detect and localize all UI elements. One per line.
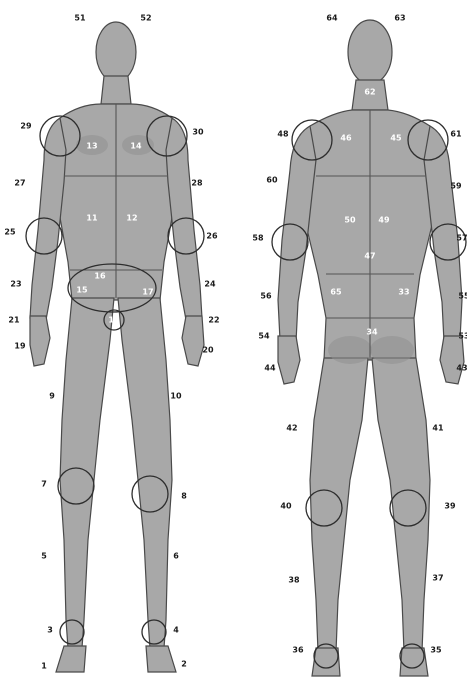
back-region-label: 61 <box>450 130 462 139</box>
front-region-label: 29 <box>20 122 32 131</box>
front-region-marker: 13 <box>86 142 97 151</box>
back-region-label: 64 <box>326 14 338 23</box>
front-region-label: 1 <box>41 662 47 671</box>
back-region-label: 40 <box>280 502 292 511</box>
back-region-label: 35 <box>430 646 442 655</box>
back-region-label: 57 <box>456 234 467 243</box>
back-region-label: 60 <box>266 176 278 185</box>
front-region-label: 51 <box>74 14 86 23</box>
front-region-label: 27 <box>14 179 25 188</box>
front-region-label: 4 <box>173 626 179 635</box>
back-region-label: 63 <box>394 14 405 23</box>
back-region-label: 41 <box>432 424 444 433</box>
back-region-label: 59 <box>450 182 462 191</box>
front-region-label: 23 <box>10 280 21 289</box>
front-region-label: 3 <box>47 626 53 635</box>
back-region-label: 39 <box>444 502 456 511</box>
front-region-label: 26 <box>206 232 218 241</box>
front-region-label: 10 <box>170 392 182 401</box>
back-region-label: 55 <box>458 292 467 301</box>
back-region-marker: 62 <box>364 88 375 97</box>
back-region-label: 44 <box>264 364 276 373</box>
back-region-marker: 46 <box>340 134 352 143</box>
front-region-marker: 11 <box>86 214 98 223</box>
back-figure: 62 46 45 50 49 47 65 33 34 64 63 48 61 60 59 58 57 56 55 5… <box>252 14 467 677</box>
back-region-marker: 49 <box>378 216 390 225</box>
back-region-label: 36 <box>292 646 304 655</box>
front-region-label: 52 <box>140 14 151 23</box>
back-region-marker: 45 <box>390 134 402 143</box>
back-region-label: 48 <box>277 130 289 139</box>
front-region-marker: 15 <box>76 286 88 295</box>
front-region-label: 6 <box>173 552 179 561</box>
front-region-label: 19 <box>14 342 26 351</box>
front-region-label: 2 <box>181 660 187 669</box>
back-region-marker: 33 <box>398 288 409 297</box>
back-region-label: 43 <box>456 364 467 373</box>
back-region-label: 38 <box>288 576 300 585</box>
back-region-marker: 65 <box>330 288 342 297</box>
front-region-marker: 16 <box>94 272 106 281</box>
front-region-marker: 12 <box>126 214 137 223</box>
front-region-label: 28 <box>191 179 203 188</box>
front-region-label: 5 <box>41 552 47 561</box>
back-region-label: 58 <box>252 234 264 243</box>
front-region-label: 24 <box>204 280 216 289</box>
front-region-label: 22 <box>208 316 219 325</box>
front-region-marker: 14 <box>130 142 142 151</box>
back-region-marker: 47 <box>364 252 375 261</box>
front-region-marker: 18 <box>108 316 120 325</box>
back-region-label: 56 <box>260 292 272 301</box>
front-region-marker: 17 <box>142 288 153 297</box>
back-region-marker: 34 <box>366 328 378 337</box>
front-region-label: 21 <box>8 316 20 325</box>
back-region-label: 53 <box>458 332 467 341</box>
back-region-label: 42 <box>286 424 297 433</box>
back-region-label: 37 <box>432 574 443 583</box>
back-region-label: 54 <box>258 332 270 341</box>
front-region-label: 30 <box>192 128 204 137</box>
front-region-label: 7 <box>41 480 47 489</box>
front-region-label: 8 <box>181 492 187 501</box>
front-region-label: 25 <box>4 228 16 237</box>
front-region-label: 9 <box>49 392 55 401</box>
front-region-label: 20 <box>202 346 214 355</box>
back-region-marker: 50 <box>344 216 356 225</box>
